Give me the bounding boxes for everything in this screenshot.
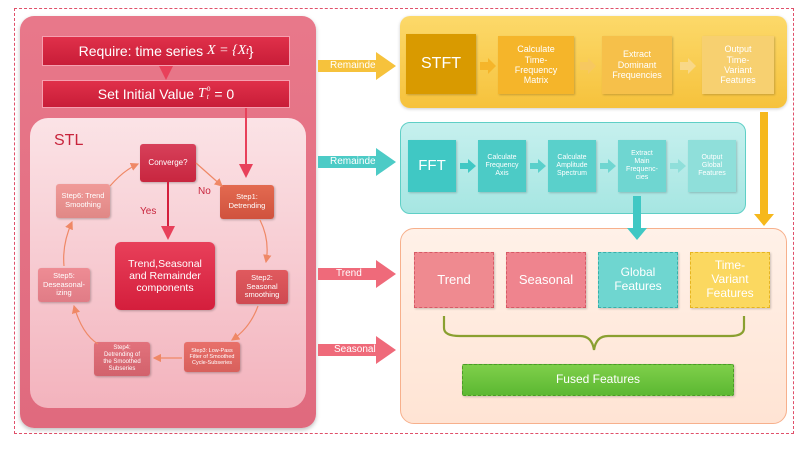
trend-arrow-label: Trend — [336, 268, 362, 279]
fft-arrow-2 — [530, 159, 546, 173]
no-label: No — [198, 186, 211, 197]
init-sub: t — [206, 94, 209, 101]
step5-node: Step5: Deseasonal- izing — [38, 268, 90, 302]
stft-step-dominant-frequencies: Extract Dominant Frequencies — [602, 36, 672, 94]
require-sub: t — [246, 46, 249, 56]
step6-to-converge-arrow — [109, 162, 140, 187]
step2-node: Step2: Seasonal smoothing — [236, 270, 288, 304]
remainder-fft-label: Remainde — [330, 156, 376, 167]
stft-step3-label: Output Time- Variant Features — [720, 44, 756, 86]
require-label: Require: time series — [78, 43, 208, 59]
step5-to-step6-arrow — [63, 220, 73, 267]
remainder-stft-label: Remainde — [330, 60, 376, 71]
step3-label: Step3: Low-Pass Filter of Smoothed Cycle… — [189, 347, 235, 367]
fused-features-label: Fused Features — [555, 372, 641, 387]
components-label: Trend,Seasonal and Remainder components — [128, 257, 202, 295]
fft-to-fusion-arrow — [627, 196, 647, 240]
fft-step-main-frequencies: Extract Main Frequenc- cies — [618, 140, 666, 192]
step6-label: Step6: Trend Smoothing — [61, 191, 105, 209]
fft-step4-label: Output Global Features — [698, 153, 726, 178]
step6-node: Step6: Trend Smoothing — [56, 184, 110, 218]
step4-node: Step4: Detrending of the Smoothed Subser… — [94, 342, 150, 376]
step2-to-step3-arrow — [231, 305, 259, 341]
global-feature-box: Global Features — [598, 252, 678, 308]
stft-arrow-3 — [680, 58, 696, 74]
fft-step-output: Output Global Features — [688, 140, 736, 192]
stft-step-output: Output Time- Variant Features — [702, 36, 774, 94]
trend-arrow — [318, 260, 396, 288]
stft-box: STFT — [406, 34, 476, 94]
seasonal-arrow — [318, 336, 396, 364]
converge-to-step1-arrow — [195, 162, 223, 187]
step4-to-step5-arrow — [71, 304, 99, 345]
remainder-to-stft-arrow — [318, 52, 396, 80]
seasonal-feature-label: Seasonal — [518, 271, 574, 287]
time-variant-feature-box: Time- Variant Features — [690, 252, 770, 308]
stft-step1-label: Calculate Time- Frequency Matrix — [514, 44, 558, 86]
seasonal-feature-box: Seasonal — [506, 252, 586, 308]
seasonal-arrow-label: Seasonal — [334, 344, 376, 355]
stl-title: STL — [54, 132, 84, 149]
trend-feature-box: Trend — [414, 252, 494, 308]
trend-feature-label: Trend — [437, 271, 471, 287]
stft-arrow-2 — [580, 58, 596, 74]
step1-node: Step1: Detrending — [220, 185, 274, 219]
stft-step-time-frequency: Calculate Time- Frequency Matrix — [498, 36, 574, 94]
converge-label: Converge? — [148, 158, 188, 168]
stft-step2-label: Extract Dominant Frequencies — [612, 49, 662, 81]
global-feature-label: Global Features — [614, 265, 662, 293]
init-math: T — [197, 86, 206, 101]
require-math: X = {X — [207, 43, 247, 58]
fused-features-box: Fused Features — [462, 364, 734, 396]
remainder-to-fft-arrow — [318, 148, 396, 176]
stft-to-fusion-arrow — [754, 112, 774, 226]
fft-step1-label: Calculate Frequency Axis — [485, 153, 519, 178]
step2-label: Step2: Seasonal smoothing — [244, 273, 280, 300]
fft-step3-label: Extract Main Frequenc- cies — [626, 149, 658, 182]
step4-label: Step4: Detrending of the Smoothed Subser… — [103, 345, 141, 372]
fft-arrow-4 — [670, 159, 686, 173]
components-node: Trend,Seasonal and Remainder components — [115, 242, 215, 310]
time-variant-feature-label: Time- Variant Features — [706, 258, 754, 300]
fft-step2-label: Calculate Amplitude Spectrum — [556, 153, 588, 178]
step1-to-step2-arrow — [259, 219, 272, 264]
init-end: = 0 — [210, 86, 235, 102]
outer-frame — [14, 8, 794, 434]
step3-node: Step3: Low-Pass Filter of Smoothed Cycle… — [184, 342, 240, 372]
step1-label: Step1: Detrending — [228, 192, 266, 210]
stft-arrow-1 — [480, 58, 496, 74]
stft-label: STFT — [421, 54, 461, 72]
fft-step-amplitude: Calculate Amplitude Spectrum — [548, 140, 596, 192]
fft-box: FFT — [408, 140, 456, 192]
fusion-brace — [442, 316, 746, 351]
init-sup: 0 — [206, 86, 211, 93]
fft-label: FFT — [418, 157, 446, 175]
converge-node: Converge? — [140, 144, 196, 182]
require-end: } — [248, 43, 254, 59]
yes-label: Yes — [140, 206, 157, 217]
fft-step-frequency-axis: Calculate Frequency Axis — [478, 140, 526, 192]
step5-label: Step5: Deseasonal- izing — [42, 271, 86, 298]
fft-arrow-3 — [600, 159, 616, 173]
fft-arrow-1 — [460, 159, 476, 173]
init-label: Set Initial Value — [97, 86, 198, 102]
